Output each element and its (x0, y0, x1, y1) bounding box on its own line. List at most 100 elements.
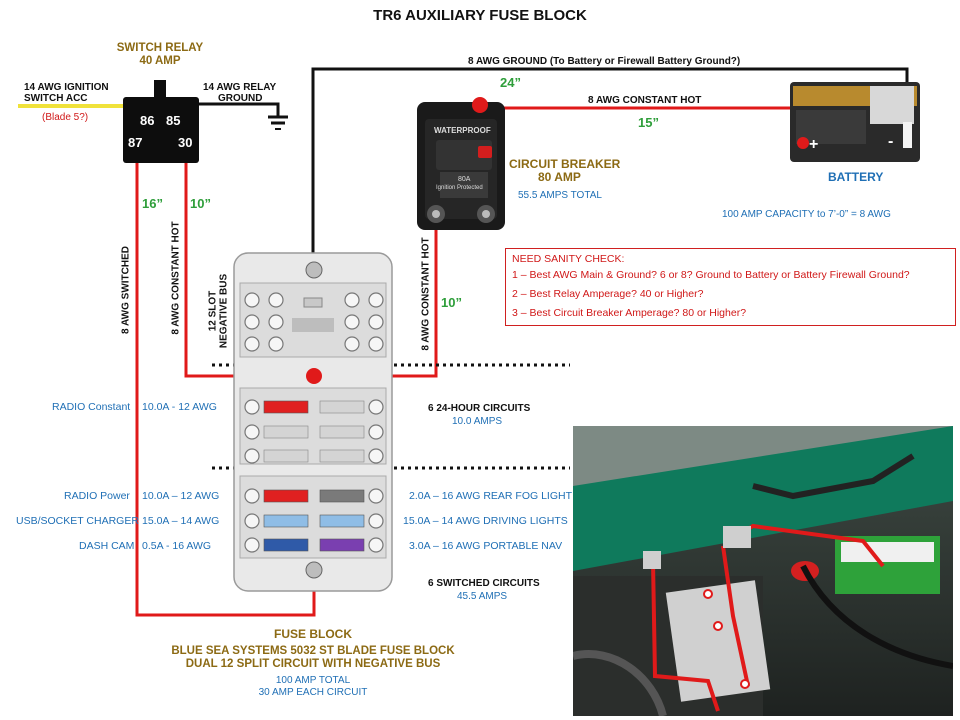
relay-terminal-87: 87 (128, 135, 143, 150)
relay-tab (154, 80, 166, 98)
relay-hot-label: 8 AWG CONSTANT HOT (170, 221, 182, 335)
bus-screw (368, 292, 384, 308)
empty-fuse-slot (319, 449, 365, 463)
bus-screw (268, 314, 284, 330)
bus-screw (268, 336, 284, 352)
empty-fuse-slot (263, 449, 309, 463)
bus-screw (244, 314, 260, 330)
fuse-rows (244, 399, 384, 553)
relay-ground-label-1: 14 AWG RELAY (203, 82, 277, 93)
fuse-block-desc-2: DUAL 12 SPLIT CIRCUIT WITH NEGATIVE BUS (185, 658, 441, 670)
switched-group-label: 6 SWITCHED CIRCUITS (428, 578, 540, 589)
constant-hot-label: 8 AWG CONSTANT HOT (588, 95, 702, 106)
circuit-breaker-graphic (417, 97, 505, 230)
breaker-total: 55.5 AMPS TOTAL (518, 190, 602, 201)
circuit-left-1-spec: 10.0A - 12 AWG (142, 401, 217, 413)
fuse-screw (244, 513, 260, 529)
constant-group-amps: 10.0 AMPS (452, 416, 503, 427)
breaker-hot-label: 8 AWG CONSTANT HOT (420, 237, 432, 351)
fuse-right (319, 514, 365, 528)
circuit-left-3-name: USB/SOCKET CHARGER (16, 515, 139, 527)
empty-fuse-slot (263, 425, 309, 439)
fuse-screw (368, 399, 384, 415)
fuse-screw (368, 488, 384, 504)
sanity-item-2: 2 – Best Relay Amperage? 40 or Higher? (512, 288, 704, 300)
circuit-right-3-spec: 3.0A – 16 AWG PORTABLE NAV (409, 540, 563, 552)
empty-fuse-slot (319, 400, 365, 414)
battery-capacity-note: 100 AMP CAPACITY to 7’-0” = 8 AWG (722, 209, 891, 220)
sanity-item-1: 1 – Best AWG Main & Ground? 6 or 8? Grou… (512, 269, 910, 281)
relay-body (123, 97, 199, 163)
breaker-rating: 80 AMP (538, 170, 581, 184)
fuse-screw (244, 537, 260, 553)
bus-screw (344, 292, 360, 308)
bus-screw (244, 336, 260, 352)
fuse-screw (368, 537, 384, 553)
ignition-label-1: 14 AWG IGNITION (24, 82, 109, 93)
bus-screw (344, 336, 360, 352)
circuit-left-2-spec: 10.0A – 12 AWG (142, 490, 220, 502)
relay-terminal-85: 85 (166, 113, 181, 128)
bus-screw (368, 336, 384, 352)
bus-screw (244, 292, 260, 308)
sanity-heading: NEED SANITY CHECK: (512, 253, 625, 265)
empty-fuse-slot (319, 425, 365, 439)
fuse-left (263, 400, 309, 414)
neg-bus-label-1: 12 SLOT (207, 290, 219, 332)
relay-ground-wire (168, 102, 280, 116)
fuse-screw (244, 488, 260, 504)
fuse-right (319, 538, 365, 552)
breaker-face-rating: 80A (458, 176, 471, 183)
sanity-item-3: 3 – Best Circuit Breaker Amperage? 80 or… (512, 307, 747, 319)
battery-graphic (790, 82, 920, 162)
battery-name: BATTERY (828, 170, 884, 184)
ground-wire-length: 24” (500, 75, 521, 90)
battery-plus: + (809, 136, 819, 153)
circuit-right-2-spec: 15.0A – 14 AWG DRIVING LIGHTS (403, 515, 568, 527)
fuse-block-desc-1: BLUE SEA SYSTEMS 5032 ST BLADE FUSE BLOC… (171, 645, 455, 657)
switched-wire-length: 16” (142, 196, 163, 211)
ground-wire-label: 8 AWG GROUND (To Battery or Firewall Bat… (468, 56, 741, 67)
relay-rating: 40 AMP (139, 55, 181, 67)
constant-group-label: 6 24-HOUR CIRCUITS (428, 403, 531, 414)
fuse-screw (244, 424, 260, 440)
circuit-left-3-spec: 15.0A – 14 AWG (142, 515, 220, 527)
neg-bus-label-2: NEGATIVE BUS (218, 273, 230, 349)
relay-ground-label-2: GROUND (218, 93, 263, 104)
fuse-block-title: FUSE BLOCK (274, 627, 352, 641)
installation-photo (573, 426, 953, 716)
relay-hot-length: 10” (190, 196, 211, 211)
relay-terminal-30: 30 (178, 135, 193, 150)
page-title: TR6 AUXILIARY FUSE BLOCK (373, 7, 587, 24)
breaker-name: CIRCUIT BREAKER (509, 157, 621, 171)
fuse-block-total: 100 AMP TOTAL (275, 675, 351, 686)
relay-name: SWITCH RELAY (116, 42, 204, 54)
fuse-screw (368, 513, 384, 529)
circuit-left-4-name: DASH CAM (79, 540, 135, 552)
constant-hot-length: 15” (638, 115, 659, 130)
ignition-label-2: SWITCH ACC (24, 93, 88, 104)
fuse-block-per-circuit: 30 AMP EACH CIRCUIT (258, 687, 368, 698)
circuit-left-1-name: RADIO Constant (52, 401, 131, 413)
bus-screw (368, 314, 384, 330)
bus-screw (268, 292, 284, 308)
fuse-screw (368, 448, 384, 464)
negative-bus-screws (244, 292, 384, 352)
breaker-face-text: WATERPROOF (434, 126, 491, 135)
circuit-right-1-spec: 2.0A – 16 AWG REAR FOG LIGHT (409, 490, 572, 502)
fuse-left (263, 538, 309, 552)
circuit-left-4-spec: 0.5A - 16 AWG (142, 540, 212, 552)
switched-wire (135, 156, 316, 617)
sanity-check-box: NEED SANITY CHECK: 1 – Best AWG Main & G… (505, 248, 956, 326)
fuse-screw (244, 448, 260, 464)
relay-terminal-86: 86 (140, 113, 155, 128)
breaker-hot-length: 10” (441, 295, 462, 310)
fuse-right (319, 489, 365, 503)
battery-minus: - (888, 133, 894, 150)
fuse-left (263, 489, 309, 503)
circuit-left-2-name: RADIO Power (64, 490, 130, 502)
fuse-screw (368, 424, 384, 440)
switched-wire-label: 8 AWG SWITCHED (120, 246, 132, 334)
fuse-left (263, 514, 309, 528)
